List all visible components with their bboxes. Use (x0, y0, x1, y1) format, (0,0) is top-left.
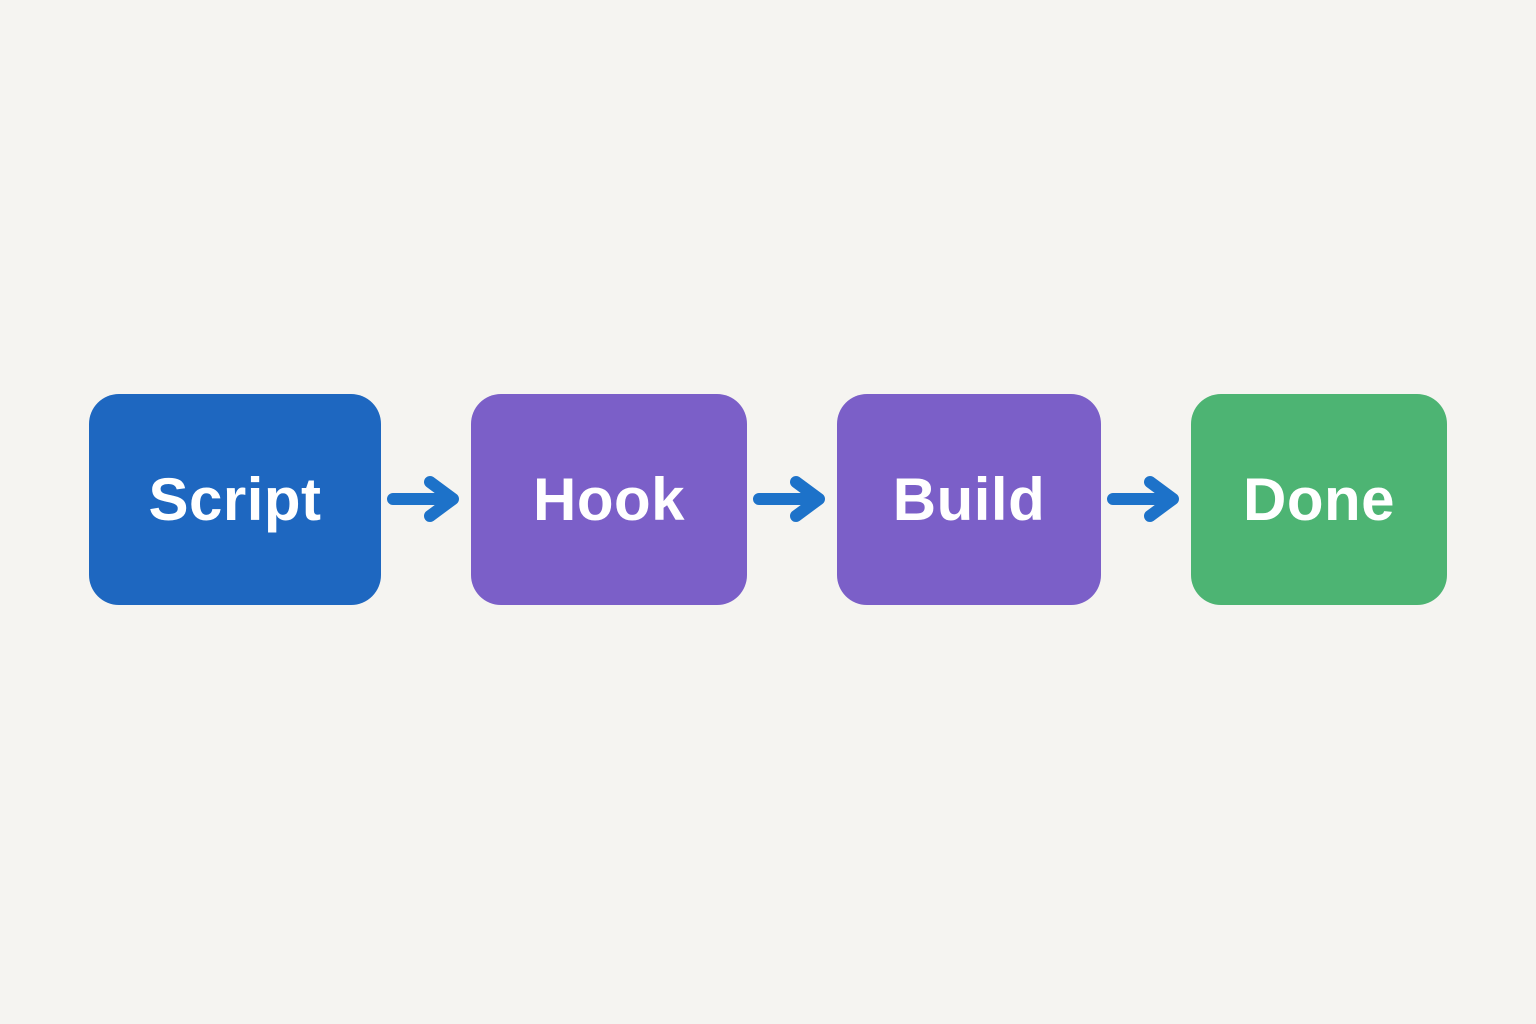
node-build-label: Build (892, 465, 1046, 533)
node-done: Done (1191, 393, 1447, 605)
arrow-right-icon (753, 476, 825, 522)
arrow-right-icon (1107, 476, 1179, 522)
flowchart: Script Hook Build Done (89, 393, 1447, 605)
node-hook: Hook (471, 393, 747, 605)
arrow-right-icon (387, 476, 459, 522)
node-script-label: Script (148, 465, 322, 533)
node-script: Script (89, 393, 381, 605)
node-build: Build (837, 393, 1101, 605)
node-hook-label: Hook (533, 465, 685, 533)
node-done-label: Done (1243, 465, 1395, 533)
